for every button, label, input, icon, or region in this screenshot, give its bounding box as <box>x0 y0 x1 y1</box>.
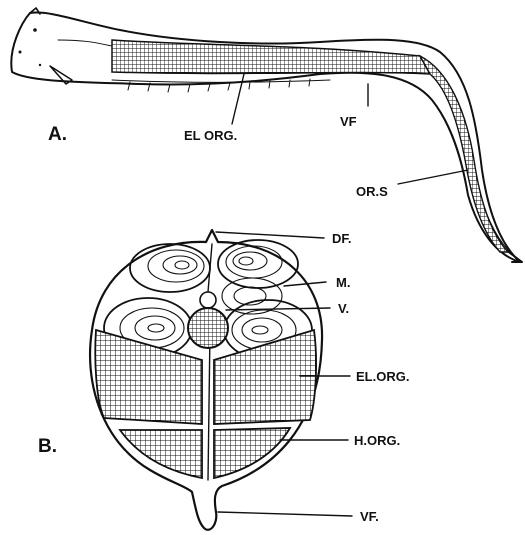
or-s-leader <box>398 170 468 184</box>
vf-label-a: VF <box>340 114 357 129</box>
m-leader <box>284 282 326 286</box>
m-label: M. <box>336 275 350 290</box>
panel-a-label: A. <box>48 124 67 145</box>
hunters-organ-left <box>120 430 202 478</box>
df-leader <box>216 232 324 238</box>
eel-ventral-fin <box>112 79 330 92</box>
h-org-label: H.ORG. <box>354 433 400 448</box>
panel-b-label: B. <box>38 436 57 457</box>
v-label: V. <box>338 301 349 316</box>
eel-nostril <box>19 51 22 54</box>
vf-label-b: VF. <box>360 509 379 524</box>
vf-leader-b <box>218 512 352 516</box>
vertebra <box>188 308 228 348</box>
neural-canal <box>200 292 216 308</box>
df-label: DF. <box>332 231 352 246</box>
v-leader <box>226 308 330 310</box>
panel-a-eel: A. EL ORG. VF OR.S <box>11 8 522 262</box>
eel-electric-organ <box>112 40 430 74</box>
el-org-label-a: EL ORG. <box>184 128 237 143</box>
el-org-label-b: EL.ORG. <box>356 369 409 384</box>
eel-eye <box>33 28 37 32</box>
median-septum <box>208 244 212 480</box>
or-s-label: OR.S <box>356 184 388 199</box>
panel-b-cross-section: B. DF. M. V. EL.ORG. H.ORG. VF. <box>38 230 409 530</box>
